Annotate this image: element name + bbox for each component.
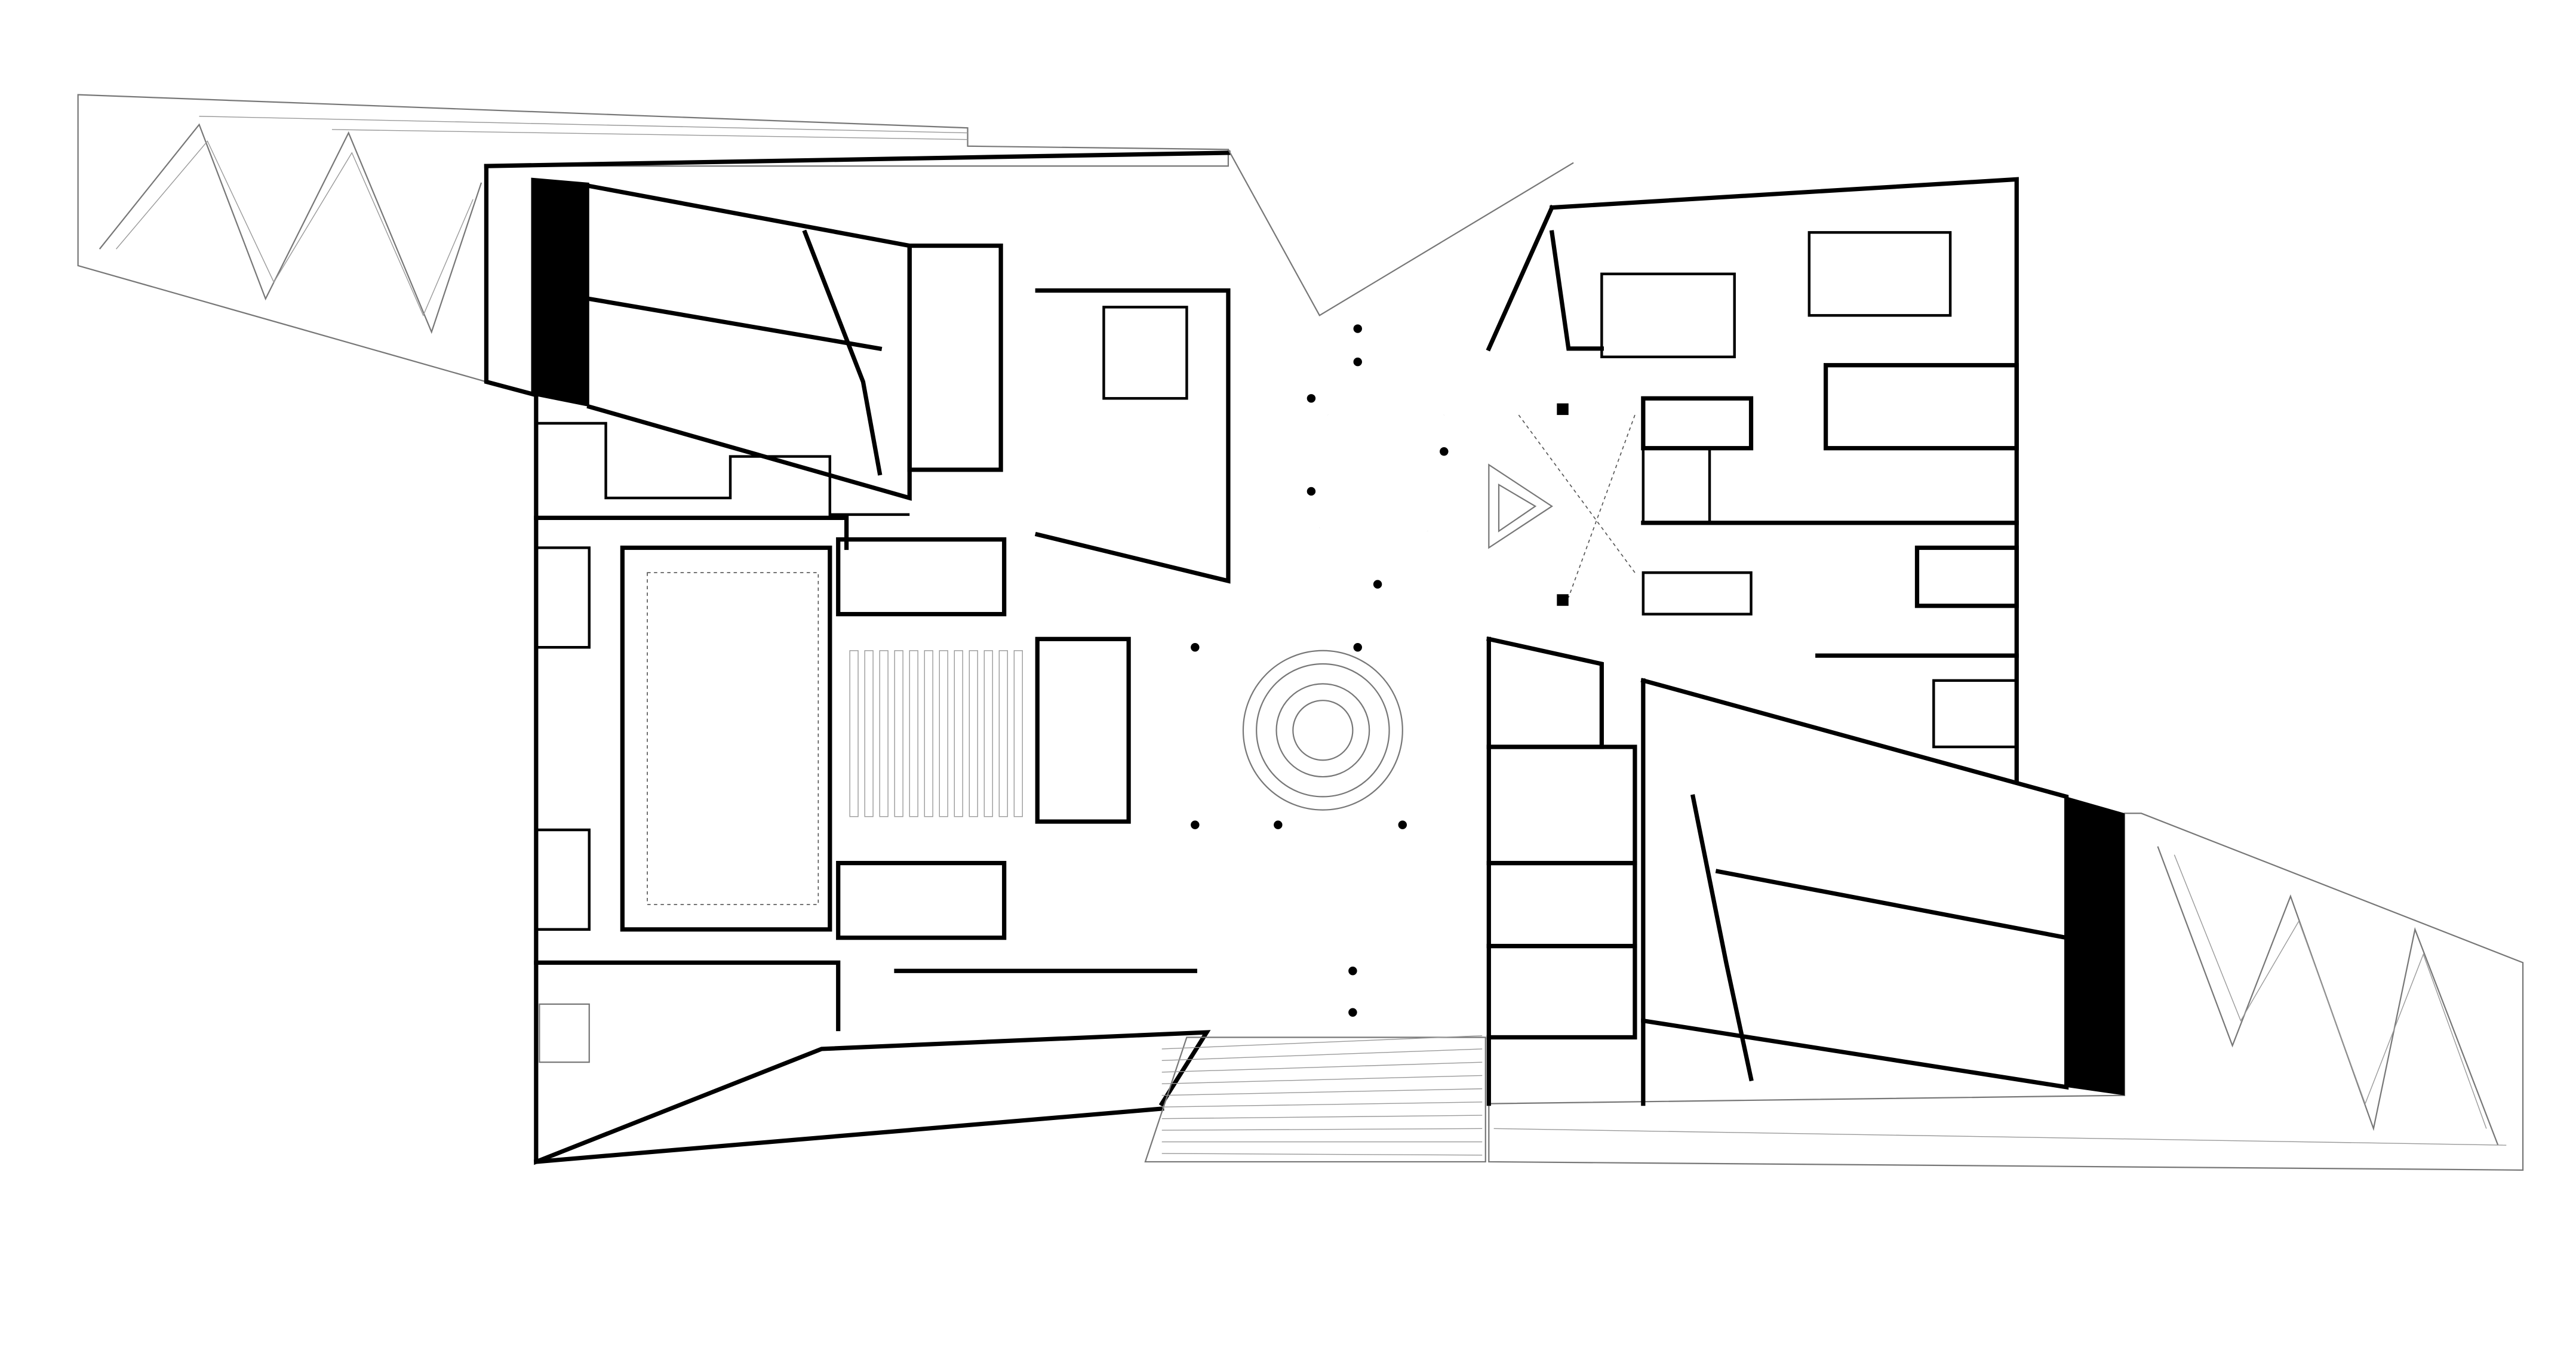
column xyxy=(1191,643,1200,652)
stair-step xyxy=(1161,1153,1483,1156)
column xyxy=(1274,820,1283,829)
seat-row xyxy=(924,650,933,817)
seat-row xyxy=(849,650,859,817)
stair-step xyxy=(1161,1088,1483,1096)
stair-step xyxy=(1161,1075,1483,1084)
spiral-seating xyxy=(1242,650,1403,811)
seat-row xyxy=(998,650,1008,817)
seat-row xyxy=(939,650,948,817)
seat-row xyxy=(1013,650,1023,817)
x-shaped-bench xyxy=(1316,411,1447,535)
column xyxy=(1353,357,1362,367)
column xyxy=(1440,447,1449,456)
column xyxy=(1191,820,1200,829)
column xyxy=(1353,324,1362,333)
column xyxy=(1398,820,1407,829)
stair-step xyxy=(1161,1128,1483,1131)
stair-step xyxy=(1161,1035,1483,1050)
column xyxy=(1373,580,1382,589)
seating xyxy=(849,650,1023,817)
seat-row xyxy=(864,650,874,817)
column xyxy=(1307,394,1316,403)
column xyxy=(1307,487,1316,496)
auditorium xyxy=(620,545,832,932)
column xyxy=(1348,967,1357,976)
seat-row xyxy=(909,650,918,817)
stair-step xyxy=(1161,1115,1483,1119)
bottom-entrance-stairs xyxy=(1144,1035,1486,1163)
stair-step xyxy=(1161,1102,1483,1107)
stair-step xyxy=(1161,1062,1483,1073)
right-stage-block xyxy=(2066,796,2125,1096)
triangle-planter xyxy=(1488,463,1553,549)
column xyxy=(1348,1008,1357,1017)
seat-row xyxy=(879,650,889,817)
seat-row xyxy=(983,650,993,817)
seat-row xyxy=(894,650,903,817)
column xyxy=(1353,643,1362,652)
left-truss-wing xyxy=(77,94,1229,383)
central-plaza xyxy=(1191,149,1636,1017)
left-building xyxy=(484,150,1231,1165)
right-building xyxy=(1486,177,2125,1106)
stair-step xyxy=(1161,1048,1483,1062)
left-stage-block xyxy=(531,177,589,407)
seat-row xyxy=(969,650,978,817)
seat-row xyxy=(954,650,963,817)
column-dots xyxy=(1191,324,1449,1017)
